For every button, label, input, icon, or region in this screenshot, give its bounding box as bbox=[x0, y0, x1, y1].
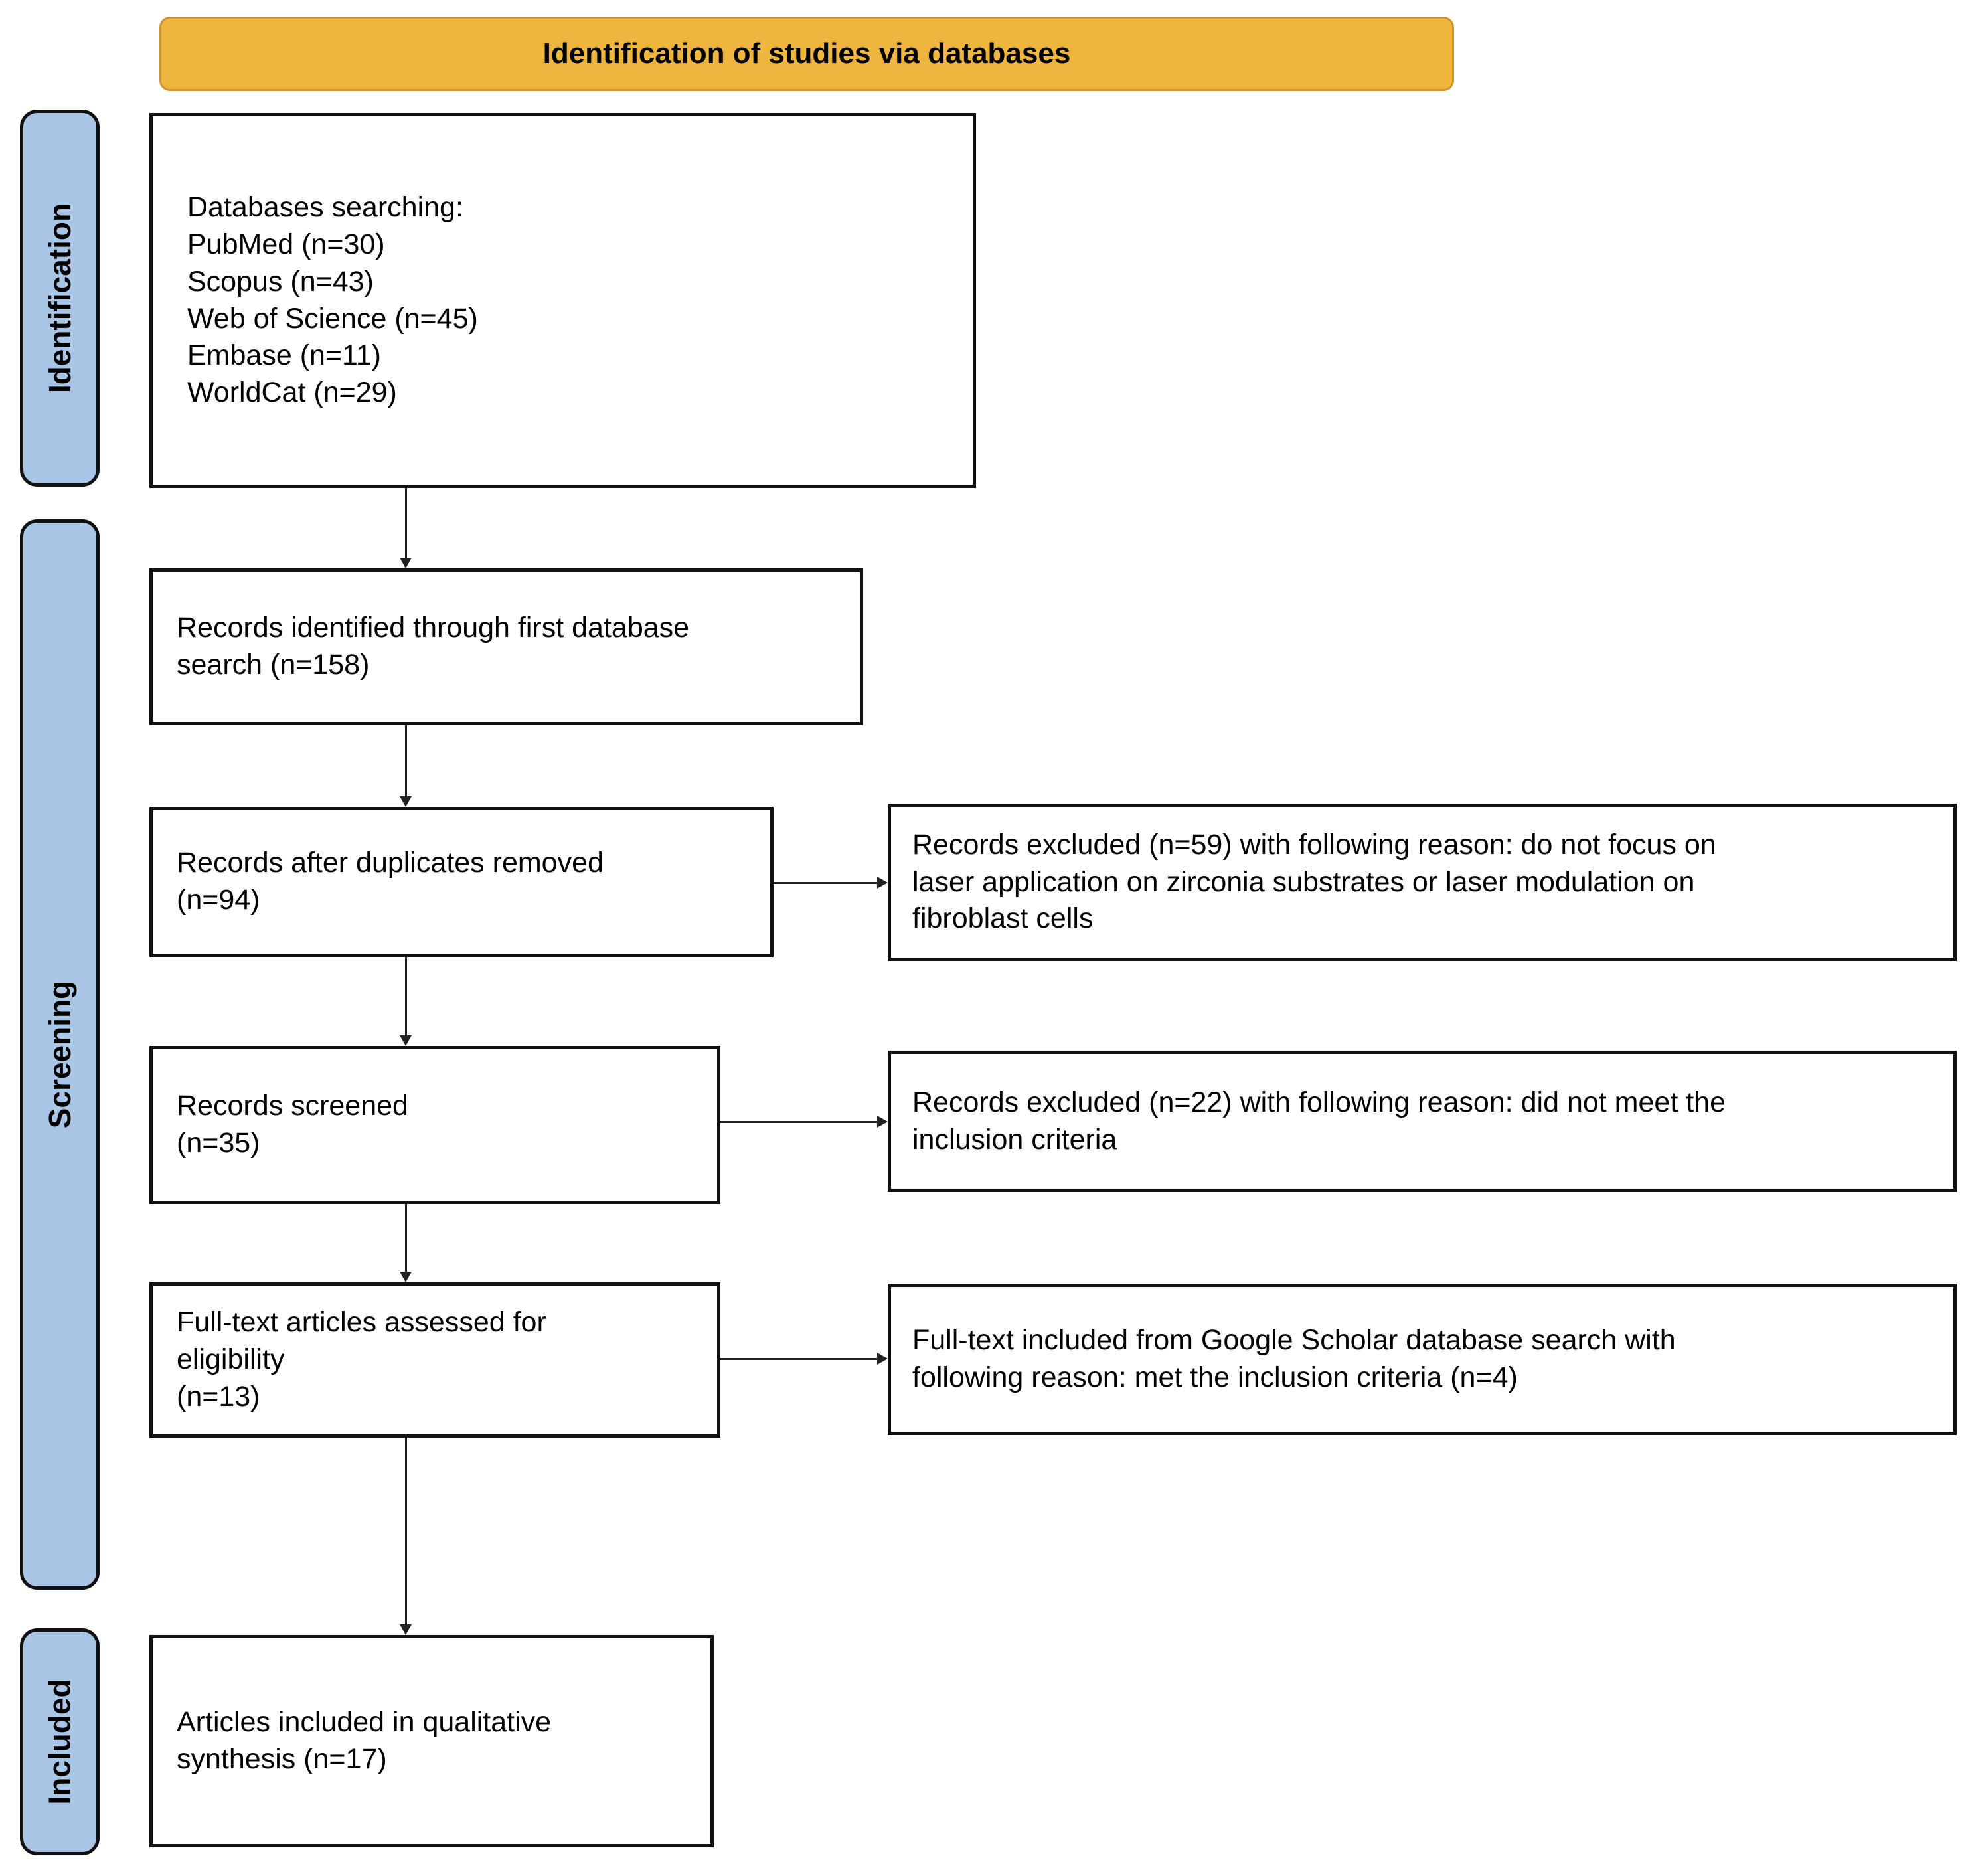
flow-box-databases-searching: Databases searching: PubMed (n=30) Scopu… bbox=[149, 113, 976, 488]
flow-box-records-screened-text: Records screened (n=35) bbox=[177, 1090, 408, 1159]
banner: Identification of studies via databases bbox=[159, 17, 1454, 91]
arrow-down-duplicates bbox=[400, 725, 412, 807]
stage-bar-included: Included bbox=[20, 1628, 100, 1855]
flow-box-records-identified: Records identified through first databas… bbox=[149, 568, 863, 725]
flow-box-fulltext-included-google-text: Full-text included from Google Scholar d… bbox=[912, 1324, 1676, 1393]
arrow-down-screened bbox=[400, 957, 412, 1046]
banner-title: Identification of studies via databases bbox=[542, 37, 1071, 70]
flow-box-articles-included-text: Articles included in qualitative synthes… bbox=[177, 1706, 552, 1775]
stage-label-included: Included bbox=[42, 1679, 77, 1805]
stage-label-identification: Identification bbox=[42, 203, 78, 394]
flow-box-fulltext-assessed: Full-text articles assessed for eligibil… bbox=[149, 1282, 720, 1438]
arrow-right-excluded-22 bbox=[720, 1116, 888, 1128]
flow-box-records-identified-text: Records identified through first databas… bbox=[177, 612, 690, 681]
flow-box-records-screened: Records screened (n=35) bbox=[149, 1046, 720, 1204]
stage-bar-identification: Identification bbox=[20, 110, 100, 487]
flow-box-fulltext-included-google: Full-text included from Google Scholar d… bbox=[888, 1284, 1957, 1435]
arrow-down-included bbox=[400, 1438, 412, 1635]
stage-bar-screening: Screening bbox=[20, 519, 100, 1590]
flow-box-fulltext-assessed-text: Full-text articles assessed for eligibil… bbox=[177, 1306, 546, 1412]
flow-box-records-excluded-59-text: Records excluded (n=59) with following r… bbox=[912, 828, 1716, 935]
flow-box-records-excluded-22: Records excluded (n=22) with following r… bbox=[888, 1051, 1957, 1192]
flow-box-records-excluded-59: Records excluded (n=59) with following r… bbox=[888, 804, 1957, 961]
flow-box-articles-included: Articles included in qualitative synthes… bbox=[149, 1635, 714, 1847]
flow-box-databases-searching-text: Databases searching: PubMed (n=30) Scopu… bbox=[187, 191, 478, 409]
stage-label-screening: Screening bbox=[42, 980, 78, 1129]
arrow-right-excluded-59 bbox=[774, 877, 888, 889]
arrow-down-fulltext bbox=[400, 1204, 412, 1282]
arrow-right-fulltext-google bbox=[720, 1353, 888, 1365]
flow-box-records-after-duplicates: Records after duplicates removed (n=94) bbox=[149, 807, 774, 957]
flow-box-records-after-duplicates-text: Records after duplicates removed (n=94) bbox=[177, 847, 604, 916]
flow-box-records-excluded-22-text: Records excluded (n=22) with following r… bbox=[912, 1086, 1726, 1155]
arrow-down-identified bbox=[400, 488, 412, 568]
